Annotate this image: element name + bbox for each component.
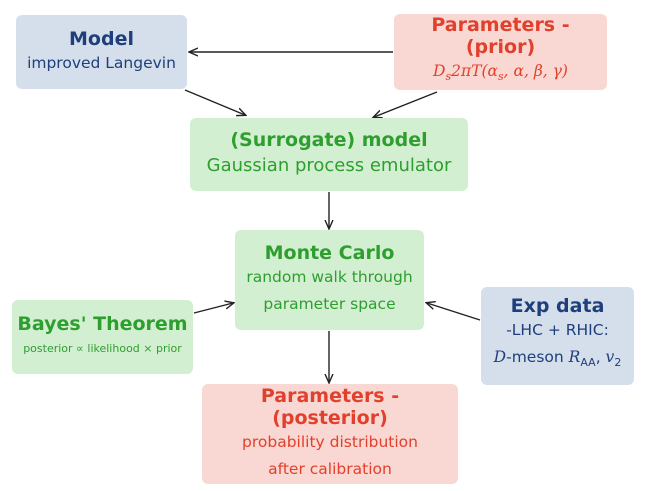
arrow-prior-to-surrogate xyxy=(374,91,438,117)
monte-carlo-title: Monte Carlo xyxy=(264,242,395,264)
bayes-title: Bayes' Theorem xyxy=(17,312,188,335)
arrow-exp-to-mc xyxy=(427,303,481,321)
prior-formula: Ds2πT(αs, α, β, γ) xyxy=(433,61,568,84)
exp-data-line1: -LHC + RHIC: xyxy=(506,321,609,340)
arrow-model-to-surrogate xyxy=(184,89,245,115)
monte-carlo-box: Monte Carlo random walk through paramete… xyxy=(235,230,424,330)
surrogate-model-box: (Surrogate) model Gaussian process emula… xyxy=(190,118,468,191)
posterior-line1: probability distribution xyxy=(242,433,418,451)
prior-parameters-box: Parameters - (prior) Ds2πT(αs, α, β, γ) xyxy=(394,14,607,90)
posterior-line2: after calibration xyxy=(268,460,392,478)
posterior-title: Parameters - (posterior) xyxy=(260,385,400,429)
exp-data-box: Exp data -LHC + RHIC: D-meson RAA, v2 xyxy=(481,287,634,385)
model-title: Model xyxy=(69,27,134,50)
surrogate-subtitle: Gaussian process emulator xyxy=(206,154,452,176)
monte-carlo-line1: random walk through xyxy=(246,268,413,286)
bayes-formula: posterior ∝ likelihood × prior xyxy=(23,341,182,355)
prior-title: Parameters - (prior) xyxy=(431,13,570,58)
exp-data-line2: D-meson RAA, v2 xyxy=(493,348,622,370)
arrow-bayes-to-mc xyxy=(193,303,233,314)
surrogate-title: (Surrogate) model xyxy=(230,128,428,151)
exp-data-title: Exp data xyxy=(510,295,605,318)
bayes-theorem-box: Bayes' Theorem posterior ∝ likelihood × … xyxy=(12,300,193,374)
model-box: Model improved Langevin xyxy=(16,15,187,89)
posterior-parameters-box: Parameters - (posterior) probability dis… xyxy=(202,384,458,484)
model-subtitle: improved Langevin xyxy=(27,53,176,72)
monte-carlo-line2: parameter space xyxy=(263,295,396,313)
